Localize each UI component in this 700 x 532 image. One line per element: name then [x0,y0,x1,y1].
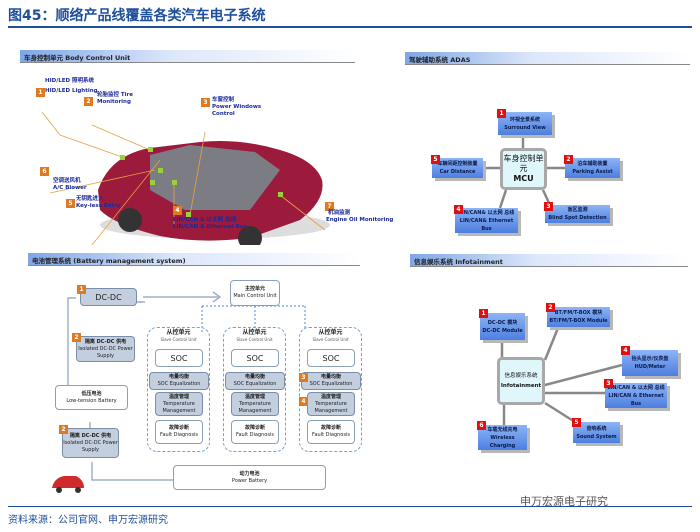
badge-1: 1 [479,309,488,318]
infotainment-header: 信息娱乐系统 Infotainment [410,254,688,267]
bcu-2-en: Monitoring [97,99,131,105]
badge-5: 5 [66,199,75,208]
car-cutaway-image [41,111,330,245]
bcu-7-cn: 机油监测 [328,210,351,216]
badge-4: 4 [173,206,182,215]
badge-4: 4 [621,346,630,355]
bms-header: 电池管理系统 (Battery management system) [28,253,360,266]
hub-en: MCU [513,174,534,183]
badge-2: 2 [84,97,93,106]
infotainment-connectors [500,327,623,425]
slave-title-cn: 从控单元 [318,329,343,336]
badge-2: 2 [546,303,555,312]
soc-box: SOC [307,349,355,367]
slave-title-en: Slave Control Unit [160,337,197,342]
bcu-5-cn: 无钥匙进入 [76,196,104,202]
soc-box: SOC [155,349,203,367]
badge-2: 2 [59,425,68,434]
slave-control-unit [147,327,210,452]
adas-header: 驾驶辅助系统 ADAS [405,52,690,65]
hub-cn: 车身控制单元 [503,154,544,173]
badge-3: 3 [299,373,308,382]
slave-control-unit [299,327,362,452]
badge-4: 4 [299,397,308,406]
badge-2: 2 [564,155,573,164]
badge-7: 7 [325,202,334,211]
badge-1: 1 [77,285,86,294]
bcu-3-cn: 车窗控制 [212,97,235,103]
soc-box: SOC [231,349,279,367]
bcu-7-en: Engine Oil Monitoring [326,217,394,223]
slave-title-en: Slave Control Unit [312,337,349,342]
badge-1: 1 [36,88,45,97]
badge-6: 6 [40,167,49,176]
badge-2: 2 [72,333,81,342]
badge-3: 3 [201,98,210,107]
bcu-4-en: LIN/CAN & Ethernet Bus [173,224,248,230]
badge-1: 1 [497,109,506,118]
watermark: 申万宏源电子研究 [520,495,608,508]
body-control-header: 车身控制单元 Body Control Unit [20,50,355,63]
bcu-5-en: Key-less Entry [76,203,121,209]
figure-title: 图45：顺络产品线覆盖各类汽车电子系统 [8,8,266,24]
badge-3: 3 [604,379,613,388]
bms-dcdc: DC-DC [80,288,137,306]
slave-title-cn: 从控单元 [166,329,191,336]
bcu-3-en: Power Windows Control [212,104,262,117]
badge-4: 4 [454,205,463,214]
badge-3: 3 [544,202,553,211]
bcu-6-cn: 空调送风机 [53,178,81,184]
title-divider [8,26,692,28]
source-note: 资料来源：公司官网、申万宏源研究 [8,515,168,526]
slave-title-cn: 从控单元 [242,329,267,336]
bcu-2-cn: 轮胎监控 Tire [97,92,133,98]
small-car-image [52,476,84,493]
bcu-1-cn: HID/LED 照明系统 [45,78,94,84]
slave-title-en: Slave Control Unit [236,337,273,342]
bcu-6-en: A/C Blower [53,185,87,191]
bcu-4-cn: LIN/CAN & 以太网 总线 [173,217,237,223]
badge-6: 6 [477,421,486,430]
badge-5: 5 [431,155,440,164]
slave-control-unit [223,327,286,452]
bcu-1-en: HID/LED Lighting [45,88,98,94]
source-divider [8,506,692,507]
badge-5: 5 [572,418,581,427]
